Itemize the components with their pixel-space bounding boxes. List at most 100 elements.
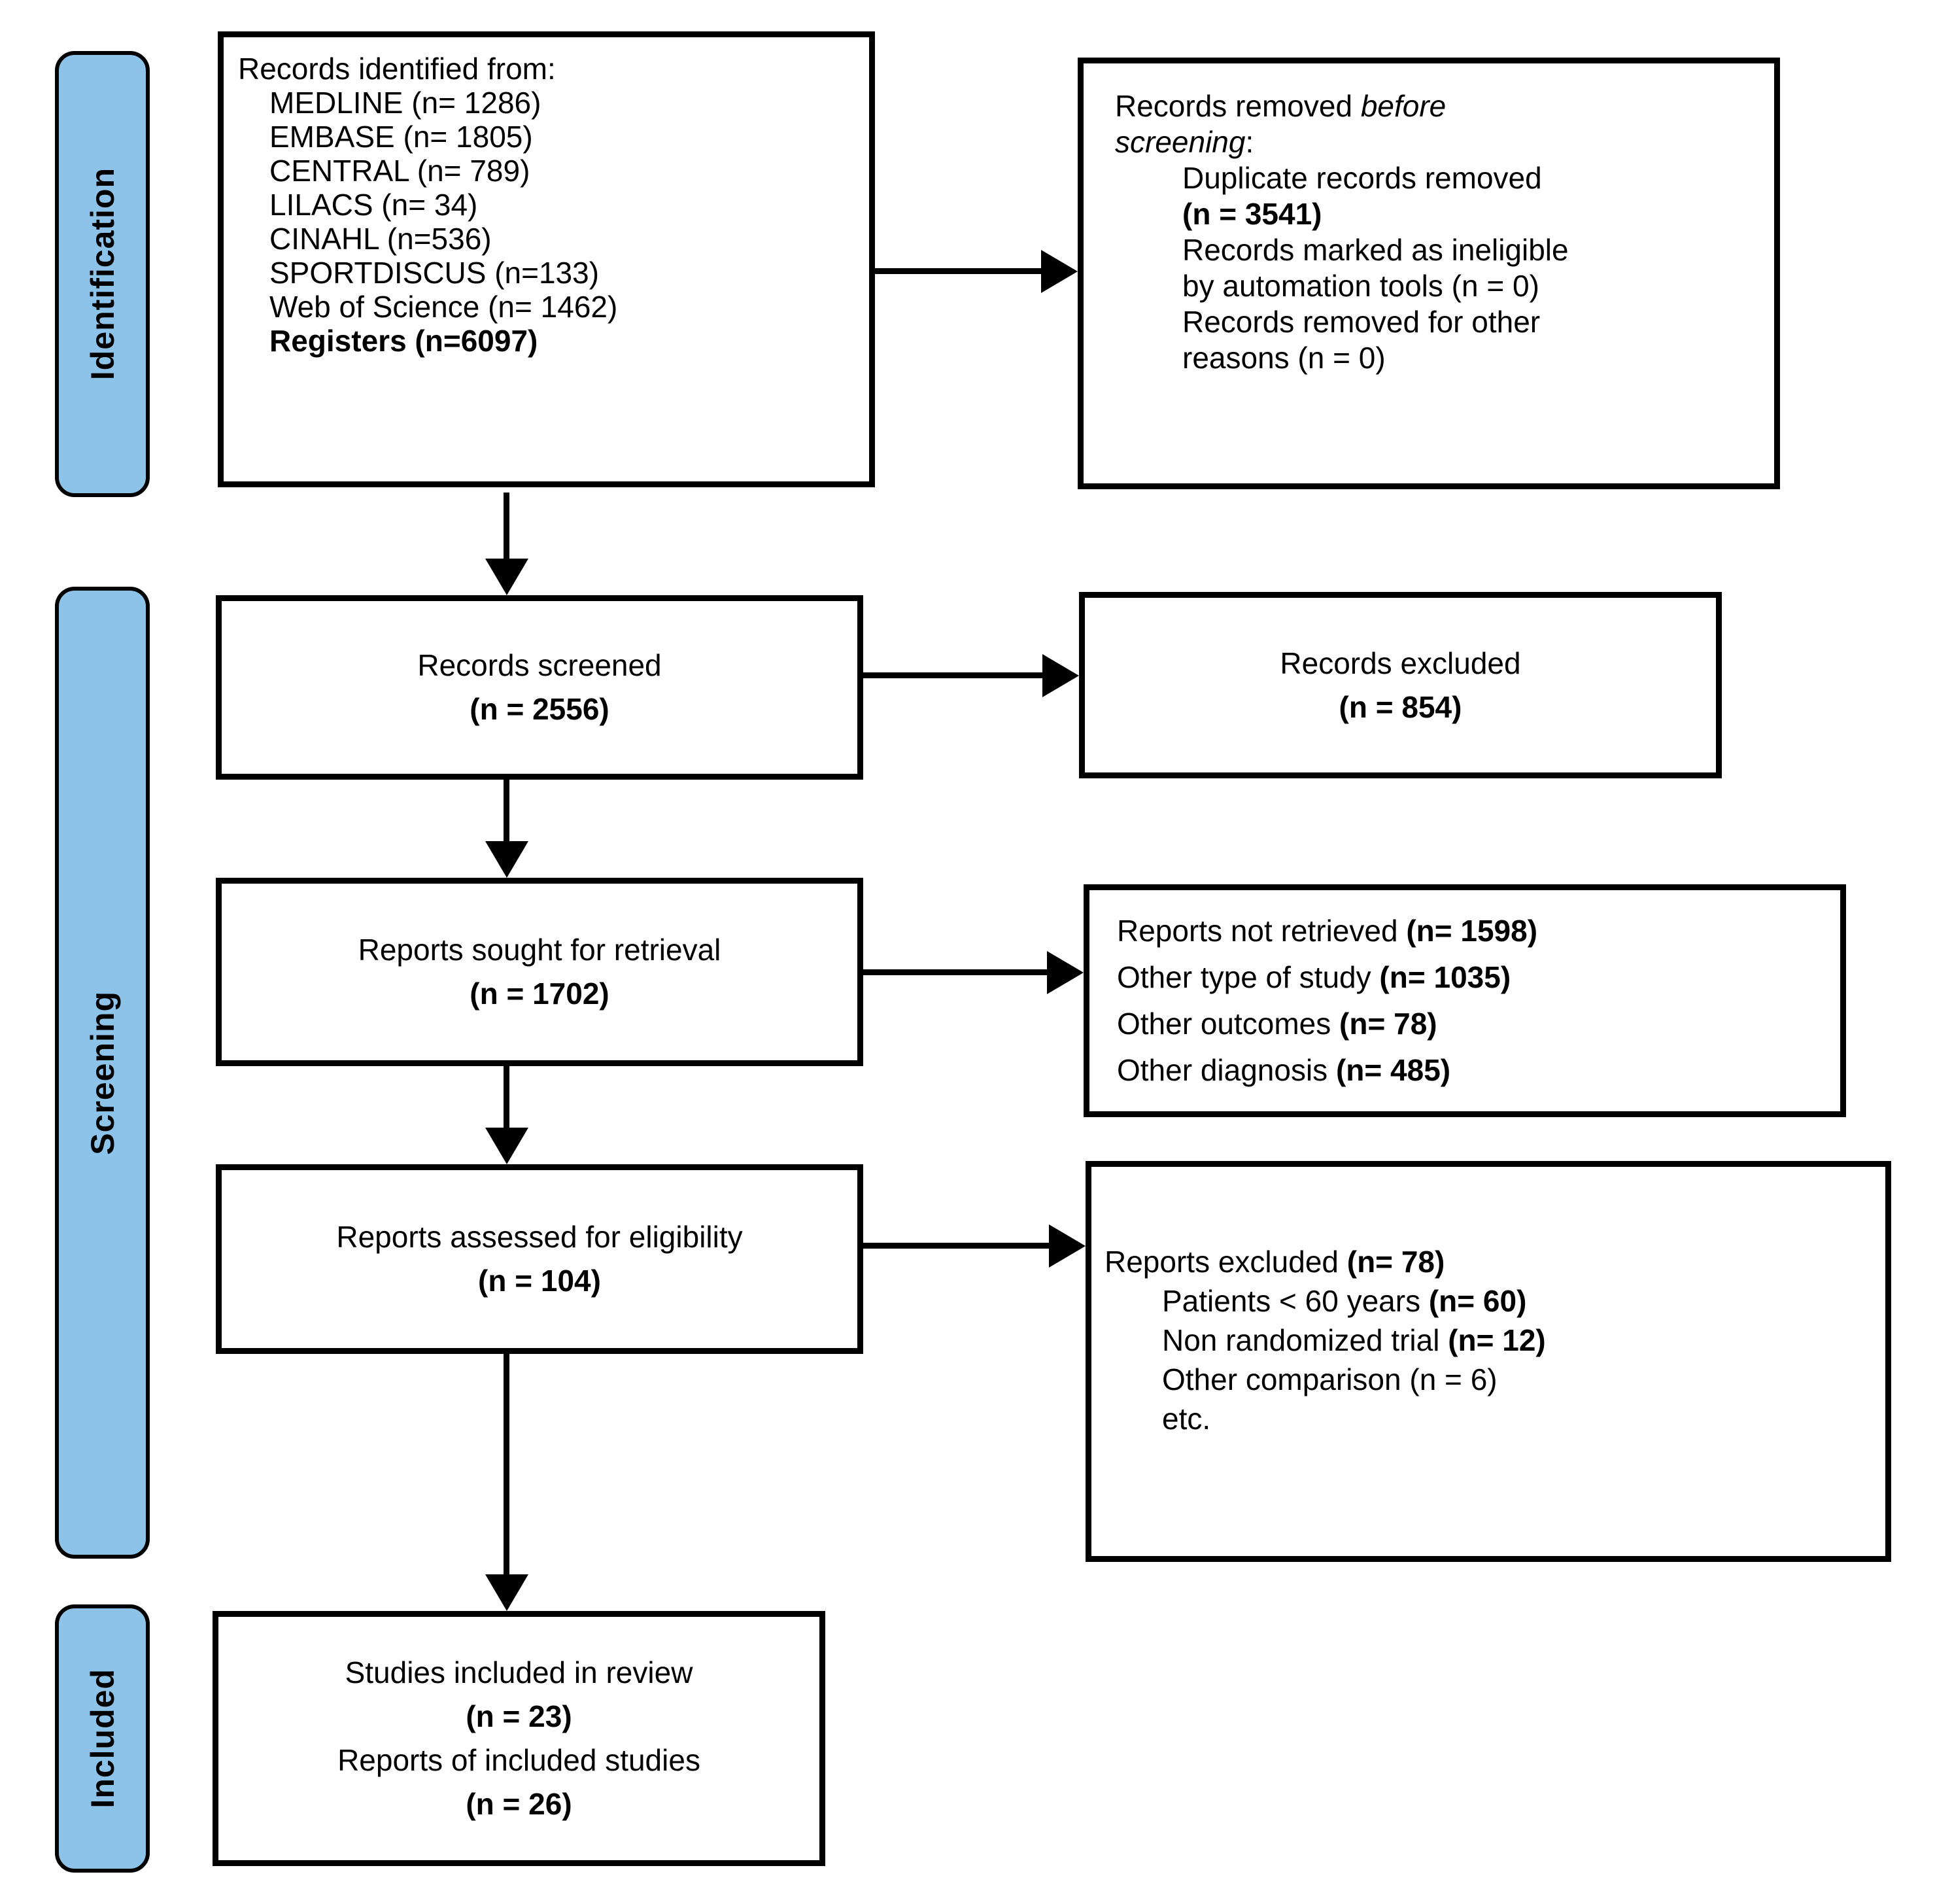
text-segment: reasons (n = 0): [1182, 341, 1386, 375]
text-segment: (n = 2556): [470, 692, 609, 726]
box-reports-excluded: Reports excluded (n= 78)Patients < 60 ye…: [1086, 1161, 1891, 1562]
text-segment: (n = 26): [466, 1787, 572, 1821]
text-segment: Reports not retrieved: [1117, 914, 1407, 948]
arrow-head-icon: [485, 559, 528, 595]
text-line: Records identified from:: [238, 52, 863, 86]
text-segment: by automation tools (n = 0): [1182, 269, 1539, 303]
text-segment: Web of Science (n= 1462): [269, 290, 618, 324]
text-segment: Records screened: [417, 648, 662, 682]
text-segment: CINAHL (n=536): [269, 222, 492, 256]
stage-label-text: Identification: [84, 167, 121, 381]
text-segment: CENTRAL (n= 789): [269, 154, 530, 188]
text-segment: Records identified from:: [238, 52, 556, 86]
text-line: Records marked as ineligible: [1115, 232, 1768, 268]
text-segment: Other diagnosis: [1117, 1053, 1336, 1087]
text-line: screening:: [1115, 124, 1768, 160]
text-line: SPORTDISCUS (n=133): [238, 256, 863, 290]
text-segment: Studies included in review: [345, 1655, 693, 1689]
text-line: Reports excluded (n= 78): [1104, 1242, 1879, 1281]
text-segment: (n= 78): [1339, 1007, 1437, 1041]
box-records-excluded: Records excluded (n = 854): [1079, 592, 1722, 778]
text-segment: Other comparison (n = 6): [1162, 1362, 1498, 1396]
text-line: Records removed for other: [1115, 304, 1768, 340]
text-line: Reports assessed for eligibility: [222, 1215, 857, 1259]
text-segment: :: [1245, 125, 1254, 159]
text-line: (n = 104): [222, 1259, 857, 1303]
text-segment: (n = 854): [1339, 689, 1462, 724]
arrow-shaft: [504, 780, 509, 844]
text-segment: Records excluded: [1280, 646, 1521, 680]
text-segment: Non randomized trial: [1162, 1323, 1448, 1357]
text-line: (n = 23): [218, 1695, 819, 1739]
text-segment: Records removed for other: [1182, 305, 1541, 339]
text-line: Reports sought for retrieval: [222, 928, 857, 972]
text-segment: LILACS (n= 34): [269, 188, 478, 222]
stage-label-text: Screening: [84, 990, 121, 1155]
text-segment: Duplicate records removed: [1182, 161, 1542, 195]
text-line: Web of Science (n= 1462): [238, 290, 863, 324]
stage-label-text: Included: [84, 1669, 121, 1809]
box-records-screened: Records screened (n = 2556): [216, 595, 863, 780]
text-segment: Reports excluded: [1104, 1245, 1347, 1279]
text-line: Records excluded: [1085, 642, 1716, 685]
arrow-head-icon: [1042, 654, 1079, 697]
text-segment: (n= 60): [1428, 1284, 1527, 1318]
text-segment: (n = 1702): [470, 977, 609, 1011]
text-segment: Reports sought for retrieval: [358, 933, 721, 967]
text-line: Other outcomes (n= 78): [1117, 1001, 1840, 1047]
text-segment: Records marked as ineligible: [1182, 233, 1569, 267]
text-segment: Reports assessed for eligibility: [336, 1220, 743, 1254]
text-line: CENTRAL (n= 789): [238, 154, 863, 188]
stage-label-identification: Identification: [55, 51, 150, 497]
arrow-head-icon: [1041, 250, 1078, 293]
text-line: etc.: [1104, 1399, 1879, 1438]
text-line: Studies included in review: [218, 1651, 819, 1695]
text-line: by automation tools (n = 0): [1115, 268, 1768, 304]
text-segment: Reports of included studies: [337, 1743, 700, 1777]
box-reports-sought: Reports sought for retrieval (n = 1702): [216, 878, 863, 1066]
text-segment: (n= 78): [1346, 1245, 1445, 1279]
arrow-shaft: [863, 969, 1050, 975]
text-line: Duplicate records removed: [1115, 160, 1768, 196]
text-line: reasons (n = 0): [1115, 340, 1768, 376]
arrow-head-icon: [1049, 1224, 1086, 1268]
text-line: Other type of study (n= 1035): [1117, 954, 1840, 1001]
arrow-head-icon: [485, 1574, 528, 1611]
text-segment: (n = 104): [478, 1264, 601, 1298]
text-line: Reports of included studies: [218, 1739, 819, 1782]
text-segment: SPORTDISCUS (n=133): [269, 256, 600, 290]
text-line: Registers (n=6097): [238, 324, 863, 358]
box-reports-assessed: Reports assessed for eligibility (n = 104…: [216, 1164, 863, 1354]
stage-label-included: Included: [55, 1604, 150, 1873]
text-segment: (n= 12): [1448, 1323, 1546, 1357]
text-segment: Patients < 60 years: [1162, 1284, 1429, 1318]
text-segment: (n = 23): [466, 1699, 572, 1733]
arrow-shaft: [504, 493, 509, 561]
text-line: (n = 3541): [1115, 196, 1768, 232]
text-line: LILACS (n= 34): [238, 188, 863, 222]
box-records-identified: Records identified from:MEDLINE (n= 1286…: [218, 31, 875, 487]
text-segment: etc.: [1162, 1402, 1211, 1436]
text-line: Other comparison (n = 6): [1104, 1360, 1879, 1399]
text-line: Patients < 60 years (n= 60): [1104, 1281, 1879, 1321]
box-studies-included: Studies included in review (n = 23) Report…: [213, 1611, 825, 1866]
text-segment: screening: [1115, 125, 1246, 159]
text-line: (n = 1702): [222, 972, 857, 1016]
text-line: Records screened: [222, 644, 857, 687]
text-segment: (n= 1598): [1406, 914, 1538, 948]
text-segment: (n= 1035): [1379, 960, 1511, 994]
text-line: Records removed before: [1115, 88, 1768, 124]
text-segment: Other outcomes: [1117, 1007, 1340, 1041]
arrow-shaft: [863, 1243, 1052, 1249]
text-segment: MEDLINE (n= 1286): [269, 86, 541, 120]
text-line: Non randomized trial (n= 12): [1104, 1321, 1879, 1360]
arrow-shaft: [504, 1066, 509, 1130]
text-line: MEDLINE (n= 1286): [238, 86, 863, 120]
text-segment: (n= 485): [1335, 1053, 1451, 1087]
text-segment: Registers (n=6097): [269, 324, 538, 358]
arrow-shaft: [863, 672, 1045, 678]
text-segment: Other type of study: [1117, 960, 1380, 994]
text-segment: (n = 3541): [1182, 197, 1322, 231]
